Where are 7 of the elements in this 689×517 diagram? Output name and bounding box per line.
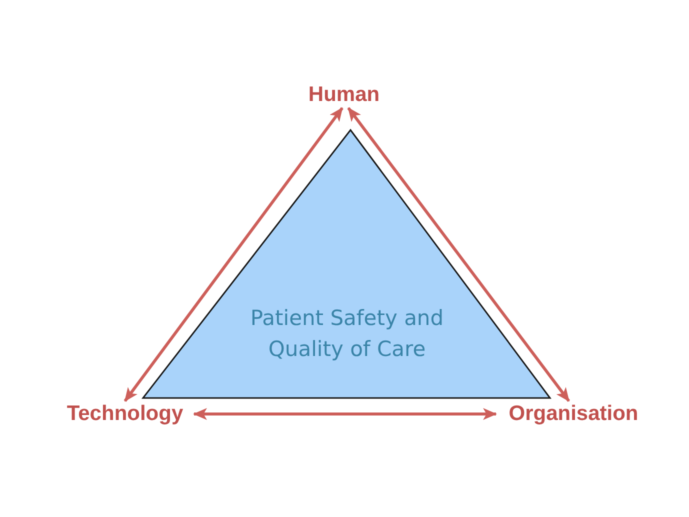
double-arrow (347, 107, 570, 402)
double-arrow (124, 107, 344, 402)
double-arrow (193, 408, 497, 420)
vertex-label: Organisation (496, 401, 651, 427)
vertex-label: Human (300, 82, 388, 108)
center-text: Patient Safety and Quality of Care (249, 305, 445, 363)
vertex-label: Technology (56, 401, 194, 427)
